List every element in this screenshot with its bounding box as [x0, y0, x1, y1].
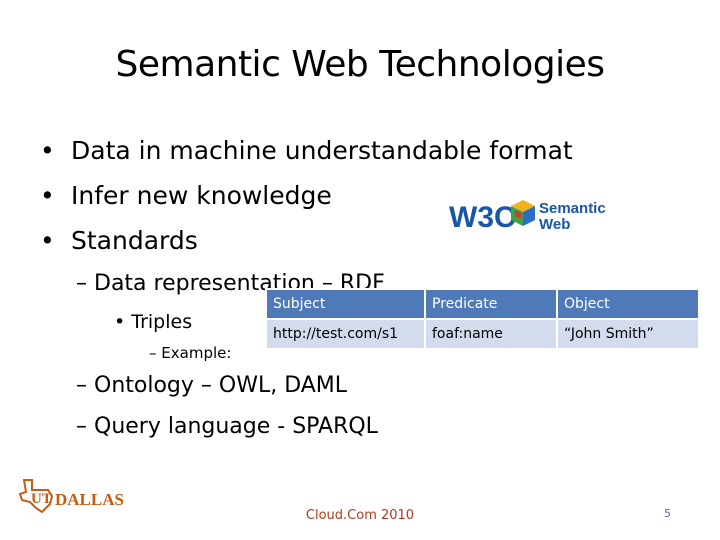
w3c-semantic-web-logo: W3C Semantic Web — [449, 200, 606, 232]
w3c-logo-text: W3C — [449, 201, 516, 232]
bullet-glyph: • — [40, 226, 55, 255]
table-header-cell: Object — [556, 288, 700, 320]
texas-shape-icon — [18, 479, 54, 514]
dash-glyph: – — [76, 373, 87, 398]
table-row: http://test.com/s1 foaf:name “John Smith… — [265, 318, 700, 350]
utd-ut-text: UT — [31, 491, 52, 507]
bullet-glyph: • — [114, 311, 126, 333]
sub-item-ontology: – Ontology – OWL, DAML — [76, 373, 347, 398]
sub-item-text: Triples — [131, 311, 193, 333]
table-header-cell: Subject — [265, 288, 426, 320]
sub-item-text: Ontology – OWL, DAML — [94, 373, 348, 398]
ut-dallas-logo: UT DALLAS — [18, 479, 124, 514]
table-header-cell: Predicate — [424, 288, 558, 320]
bullet-glyph: • — [40, 136, 55, 165]
bullet-text: Data in machine understandable format — [71, 136, 573, 165]
sub-item-text: Example: — [161, 344, 232, 362]
sub-item-query-language: – Query language - SPARQL — [76, 414, 378, 439]
slide-title: Semantic Web Technologies — [115, 44, 606, 85]
utd-dallas-text: DALLAS — [55, 490, 124, 509]
semantic-logo-text: Semantic — [539, 200, 606, 217]
bullet-glyph: • — [40, 181, 55, 210]
bullet-text: Standards — [71, 226, 198, 255]
dash-glyph: – — [76, 414, 87, 439]
dash-glyph: – — [149, 344, 157, 362]
sub-item-triples: • Triples — [114, 311, 192, 333]
dash-glyph: – — [76, 271, 87, 296]
table-cell: http://test.com/s1 — [265, 318, 426, 350]
page-number: 5 — [664, 507, 671, 520]
semantic-web-cube-icon — [511, 200, 535, 226]
web-logo-text: Web — [539, 216, 570, 232]
table-cell: foaf:name — [424, 318, 558, 350]
triples-table: Subject Predicate Object http://test.com… — [265, 288, 700, 350]
sub-item-example: – Example: — [149, 344, 231, 362]
table-header-row: Subject Predicate Object — [265, 288, 700, 320]
table-cell: “John Smith” — [556, 318, 700, 350]
footer-center-text: Cloud.Com 2010 — [305, 508, 415, 523]
sub-item-text: Query language - SPARQL — [94, 414, 378, 439]
bullet-text: Infer new knowledge — [71, 181, 332, 210]
